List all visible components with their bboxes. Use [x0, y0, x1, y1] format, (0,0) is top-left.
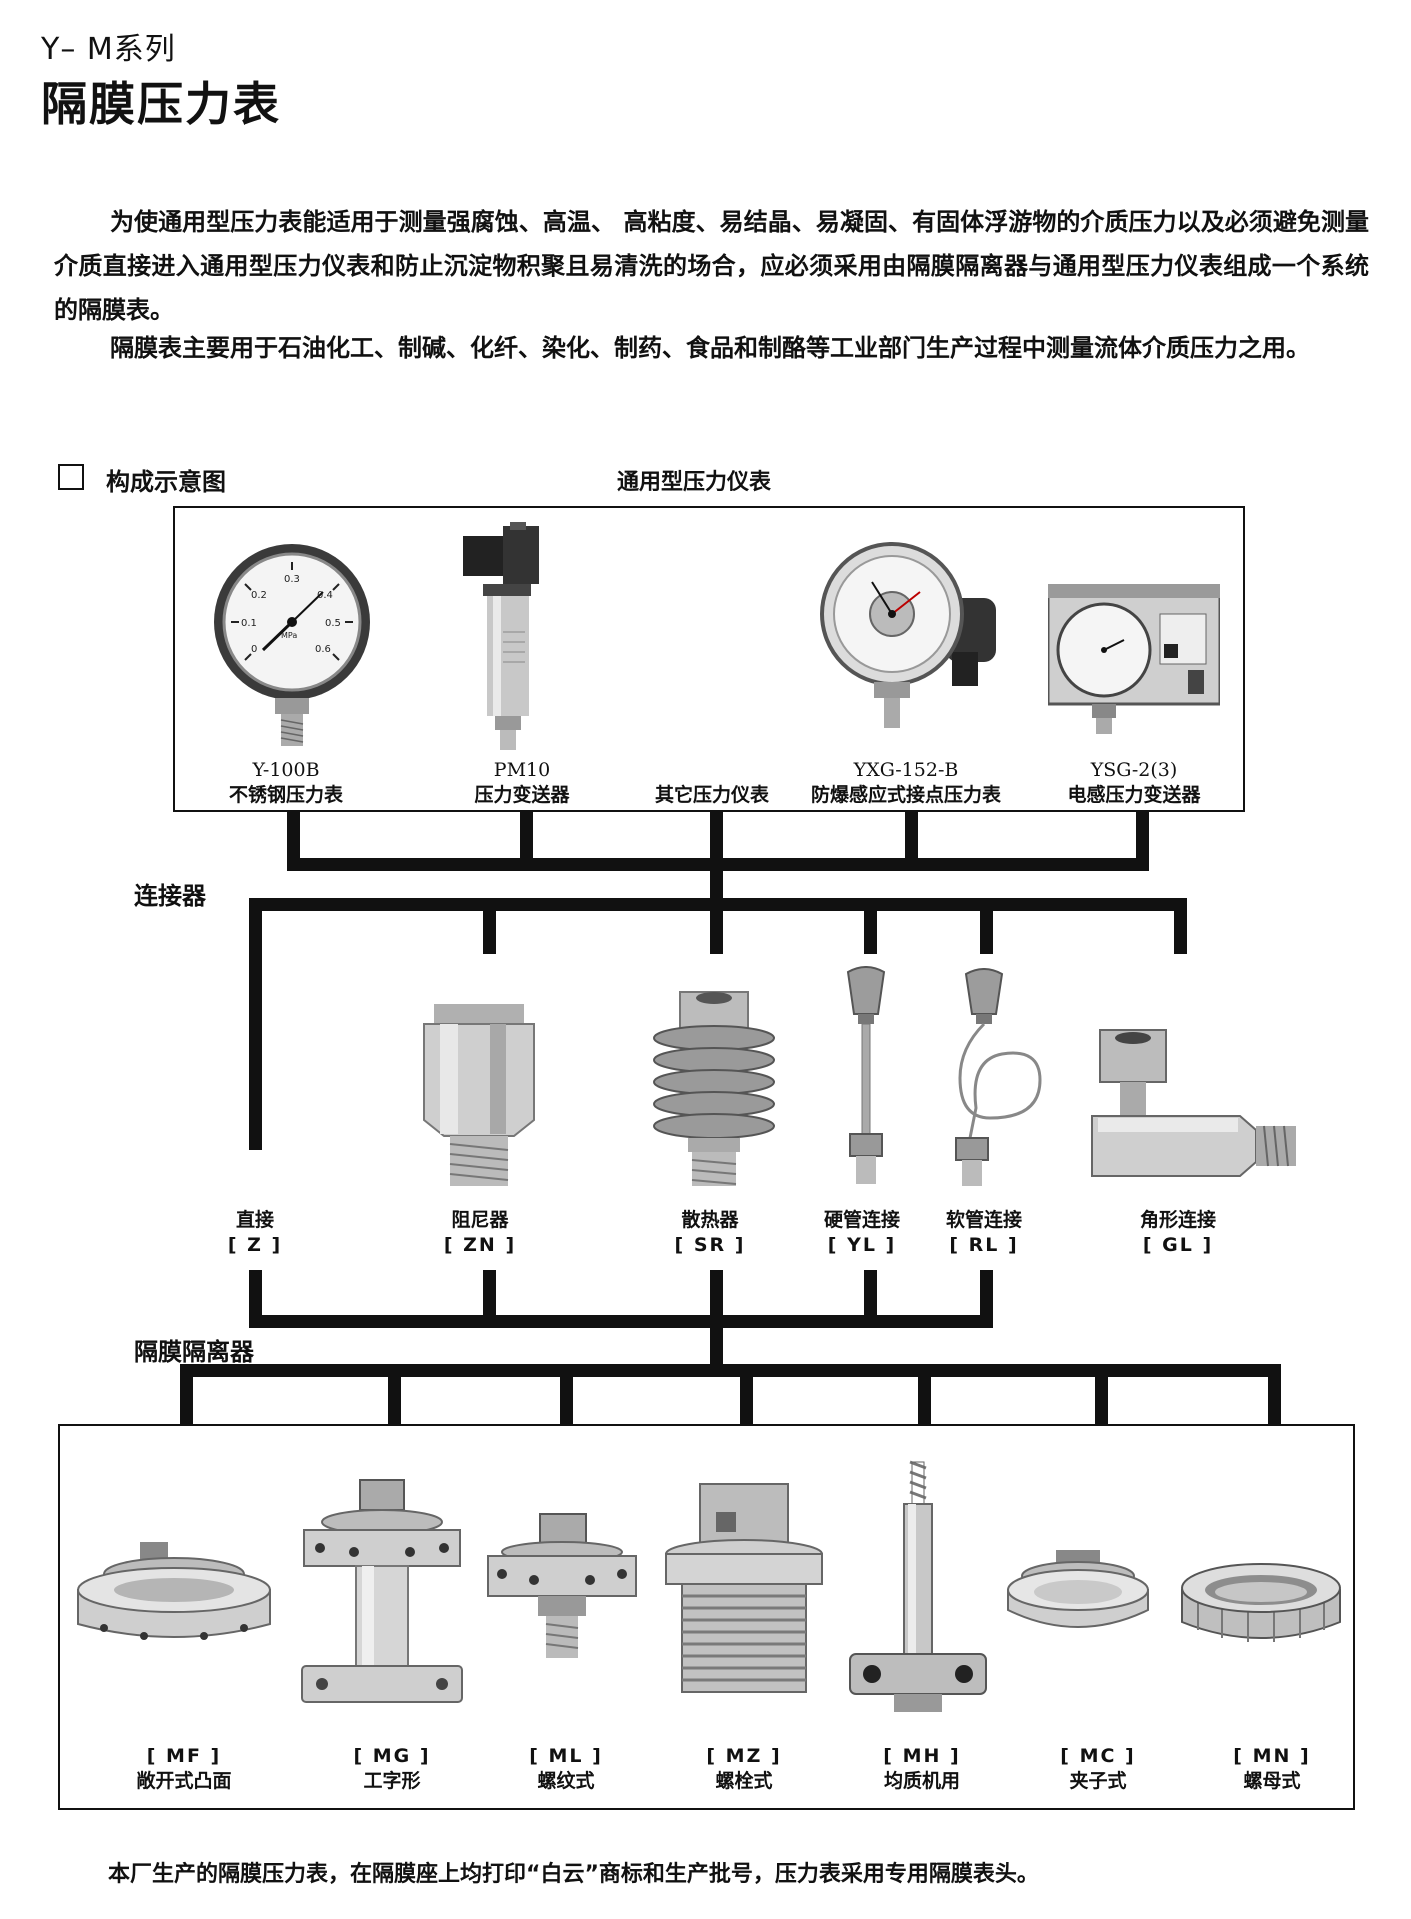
separator-name: 夹子式: [1069, 1770, 1127, 1792]
connector-code: [ YL ]: [827, 1234, 897, 1256]
heat-sink-connector-icon: [653, 991, 775, 1186]
connector-name: 阻尼器: [451, 1209, 509, 1231]
instrument-name: 电感压力变送器: [1067, 784, 1201, 806]
instruments-label: 通用型压力仪表: [617, 470, 772, 495]
connector-code: [ ZN ]: [443, 1234, 517, 1256]
gauge-unit-label: MPa: [281, 631, 297, 640]
clamp-separator-icon: [1007, 1550, 1149, 1628]
threaded-separator-icon: [487, 1513, 637, 1658]
separator-code: [ MG ]: [353, 1745, 431, 1767]
instrument-name: 其它压力仪表: [654, 784, 769, 806]
connector-name: 角形连接: [1139, 1209, 1216, 1231]
connector-name: 散热器: [681, 1209, 739, 1231]
connector-code: [ Z ]: [227, 1234, 283, 1256]
intro-paragraph-2: 隔膜表主要用于石油化工、制碱、化纤、染化、制药、食品和制酪等工业部门生产过程中测…: [110, 334, 1310, 362]
bolted-separator-icon: [665, 1483, 823, 1693]
explosion-proof-contact-gauge-icon: [820, 542, 996, 728]
separator-name: 螺母式: [1243, 1770, 1301, 1792]
connector-name: 软管连接: [945, 1209, 1022, 1231]
instrument-name: 不锈钢压力表: [228, 784, 343, 806]
stainless-pressure-gauge-icon: 0 0.1 0.2 0.3 0.4 0.5 0.6 MPa: [214, 544, 370, 746]
instrument-model: Y-100B: [252, 759, 320, 781]
footer-note: 本厂生产的隔膜压力表，在隔膜座上均打印“白云”商标和生产批号，压力表采用专用隔膜…: [108, 1862, 1039, 1887]
rigid-pipe-connector-icon: [846, 966, 886, 1184]
separator-name: 螺栓式: [715, 1770, 773, 1792]
inductive-pressure-transmitter-icon: [1048, 584, 1220, 734]
damper-connector-icon: [423, 1004, 535, 1186]
separator-code: [ MF ]: [146, 1745, 222, 1767]
legend-square-icon: [58, 464, 84, 490]
instrument-name: 防爆感应式接点压力表: [810, 784, 1001, 806]
flexible-hose-connector-icon: [955, 968, 1042, 1186]
gauge-dial-label: 0.1: [241, 618, 257, 629]
separator-name: 均质机用: [883, 1770, 960, 1792]
page-title: 隔膜压力表: [41, 77, 281, 131]
connector-name: 硬管连接: [823, 1209, 900, 1231]
instrument-model: YSG-2(3): [1090, 759, 1178, 781]
instrument-name: 压力变送器: [474, 784, 570, 806]
i-shape-separator-icon: [301, 1479, 463, 1703]
series-label: Y– M系列: [41, 32, 176, 67]
open-flange-separator-icon: [77, 1542, 271, 1640]
separator-code: [ MN ]: [1233, 1745, 1311, 1767]
gauge-dial-label: 0.5: [325, 618, 341, 629]
connector-code: [ SR ]: [674, 1234, 746, 1256]
connector-code: [ RL ]: [949, 1234, 1019, 1256]
connector-name: 直接: [235, 1209, 274, 1231]
intro-paragraph-1: 为使通用型压力表能适用于测量强腐蚀、高温、 高粘度、易结晶、易凝固、有固体浮游物…: [54, 208, 1369, 324]
gauge-dial-label: 0.3: [284, 574, 300, 585]
separators-label: 隔膜隔离器: [134, 1338, 254, 1366]
separator-name: 敞开式凸面: [136, 1770, 232, 1792]
gauge-dial-label: 0.6: [315, 644, 331, 655]
connectors-label: 连接器: [134, 882, 206, 910]
separator-name: 工字形: [363, 1770, 421, 1792]
separator-code: [ MC ]: [1060, 1745, 1136, 1767]
instrument-model: YXG-152-B: [853, 759, 959, 781]
gauge-dial-label: 0: [251, 644, 257, 655]
separator-code: [ ML ]: [529, 1745, 603, 1767]
nut-separator-icon: [1181, 1563, 1341, 1642]
pressure-transmitter-icon: [463, 522, 539, 750]
separator-code: [ MZ ]: [706, 1745, 782, 1767]
diagram-legend-label: 构成示意图: [106, 468, 226, 496]
gauge-dial-label: 0.4: [317, 590, 333, 601]
instrument-model: PM10: [493, 759, 551, 781]
connector-code: [ GL ]: [1142, 1234, 1214, 1256]
gauge-dial-label: 0.2: [251, 590, 267, 601]
separator-name: 螺纹式: [537, 1770, 595, 1792]
angle-connector-icon: [1091, 1029, 1296, 1177]
separator-code: [ MH ]: [883, 1745, 961, 1767]
homogenizer-separator-icon: [849, 1460, 987, 1712]
